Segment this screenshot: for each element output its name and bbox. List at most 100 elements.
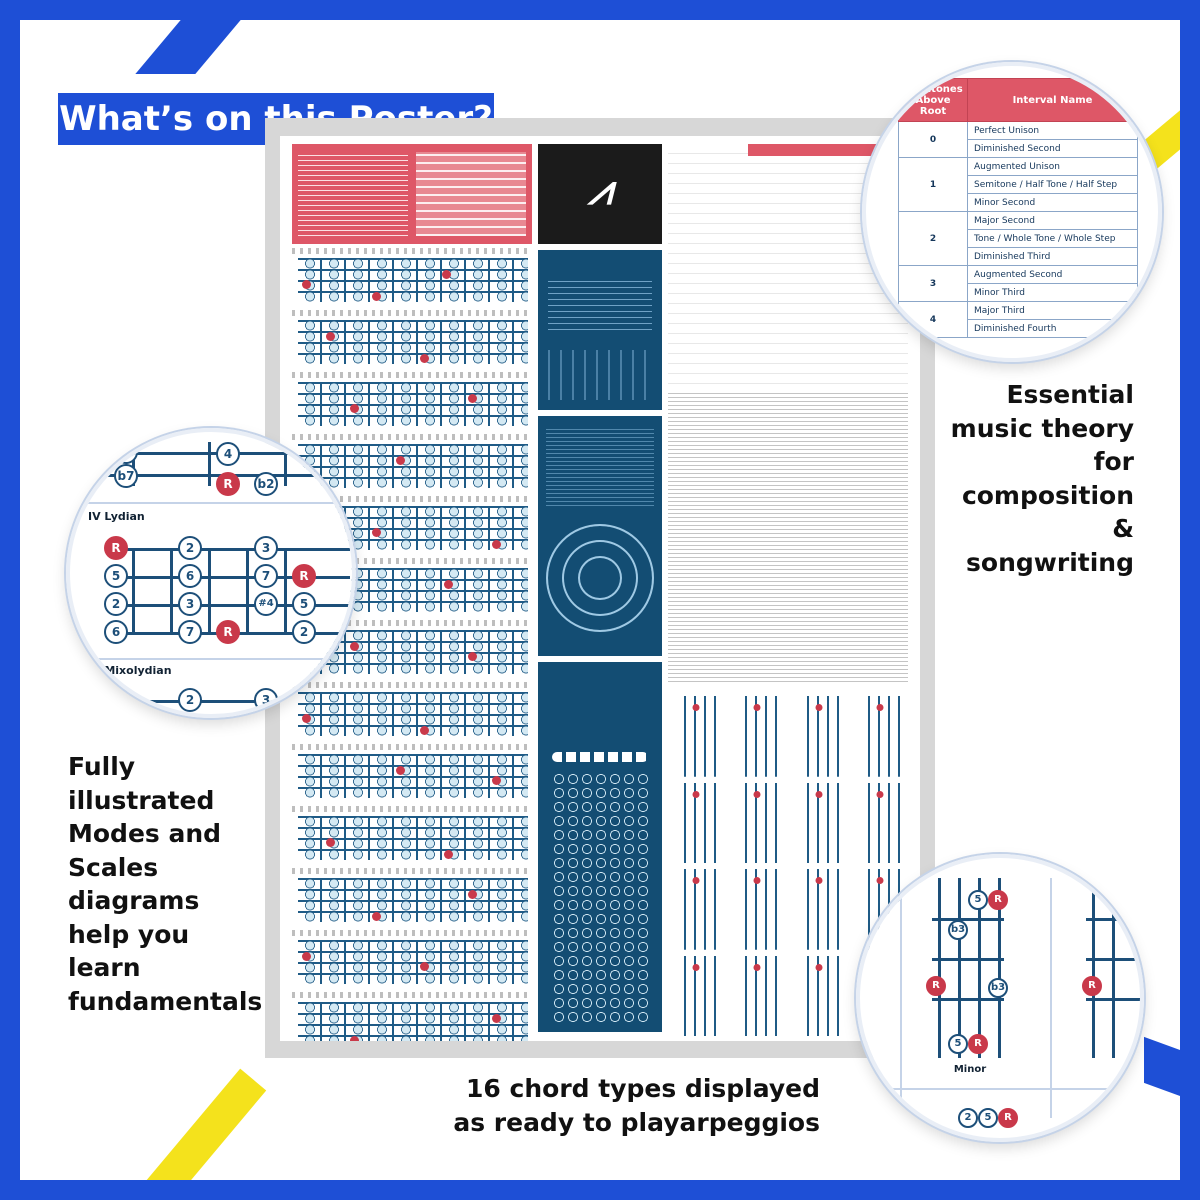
poster-mode-diagram bbox=[292, 682, 532, 740]
interval-table: Semitones Above Root Interval Name 0 Per… bbox=[898, 78, 1138, 338]
chord-note: 2 bbox=[958, 1108, 978, 1128]
poster-theory-column bbox=[668, 144, 908, 682]
fret-note-root: R bbox=[216, 620, 240, 644]
caption-music-theory: Essential music theory for composition &… bbox=[950, 380, 1134, 577]
poster-chord-diagram bbox=[791, 782, 847, 863]
semitone-count: 3 bbox=[898, 265, 968, 302]
white-line-left bbox=[20, 490, 66, 532]
poster-mode-diagram bbox=[292, 930, 532, 988]
blue-stroke-bottom-right bbox=[1144, 1036, 1180, 1102]
fret-note: 6 bbox=[104, 620, 128, 644]
poster-chord-diagram bbox=[668, 782, 724, 863]
circle-of-fifths-icon bbox=[546, 524, 654, 632]
interval-name: Minor Second bbox=[967, 193, 1138, 212]
poster-mode-diagram bbox=[292, 744, 532, 802]
poster-chord-diagram bbox=[729, 696, 785, 777]
poster-chord-diagram bbox=[729, 782, 785, 863]
interval-name: Diminished Fourth bbox=[967, 319, 1138, 338]
semitone-count: 1 bbox=[898, 157, 968, 212]
fret-note: 3 bbox=[254, 688, 278, 712]
caption-chord-types: 16 chord types displayed as ready to pla… bbox=[453, 1074, 820, 1137]
caption-modes-scales: Fully illustrated Modes and Scales diagr… bbox=[68, 752, 263, 1016]
poster-chord-diagram bbox=[729, 955, 785, 1036]
fretboard-magnifier: b3 4 b7 R b2 IV Lydian R 2 3 5 6 7 R 2 3… bbox=[70, 432, 352, 714]
interval-name: Semitone / Half Tone / Half Step bbox=[967, 175, 1138, 194]
chord-note-root: R bbox=[968, 1034, 988, 1054]
semitone-count: 0 bbox=[898, 121, 968, 158]
interval-name: Augmented Unison bbox=[967, 157, 1138, 176]
fret-note: 2 bbox=[178, 688, 202, 712]
yellow-stroke-bottom-left bbox=[143, 1068, 267, 1180]
poster-chord-diagram bbox=[729, 869, 785, 950]
poster-mode-diagram bbox=[292, 992, 532, 1041]
interval-name: Diminished Second bbox=[967, 139, 1138, 158]
interval-name: Augmented Second bbox=[967, 265, 1138, 284]
poster-mode-diagram bbox=[292, 372, 532, 430]
fret-note: 7 bbox=[254, 564, 278, 588]
interval-name: Major Second bbox=[967, 211, 1138, 230]
chord-note-root: R bbox=[1082, 976, 1102, 996]
chord-note: 5 bbox=[968, 890, 988, 910]
poster-intro-table bbox=[416, 152, 526, 236]
poster-intro-block bbox=[292, 144, 532, 244]
chord-name: Minor bbox=[953, 1064, 987, 1075]
poster-chord-diagram bbox=[668, 955, 724, 1036]
poster-preview: ⩘ bbox=[280, 136, 920, 1041]
chord-note: 5 bbox=[948, 1034, 968, 1054]
fret-note: 2 bbox=[178, 536, 202, 560]
poster-mode-diagram bbox=[292, 310, 532, 368]
interval-name: Perfect Unison bbox=[967, 121, 1138, 140]
chord-note: 5 bbox=[978, 1108, 998, 1128]
fret-note: 3 bbox=[178, 592, 202, 616]
poster-chord-diagram bbox=[791, 955, 847, 1036]
poster-mode-diagram bbox=[292, 806, 532, 864]
poster-theory-text bbox=[668, 392, 908, 682]
poster-mode-diagram bbox=[292, 868, 532, 926]
fret-note-root: R bbox=[292, 564, 316, 588]
interval-name: Tone / Whole Tone / Whole Step bbox=[967, 229, 1138, 248]
poster-chord-diagram bbox=[791, 696, 847, 777]
fret-note: 3 bbox=[254, 536, 278, 560]
poster-notation-block bbox=[538, 250, 662, 410]
fret-note: 5 bbox=[292, 592, 316, 616]
poster-chord-diagram bbox=[791, 869, 847, 950]
fret-note: b3 bbox=[114, 440, 138, 464]
poster-intro-text bbox=[298, 152, 408, 236]
poster-mode-diagram bbox=[292, 434, 532, 492]
blue-stroke-top-left bbox=[135, 20, 241, 74]
semitone-count: 2 bbox=[898, 211, 968, 266]
poster-chord-grid bbox=[668, 696, 908, 1036]
poster-chord-diagram bbox=[668, 869, 724, 950]
poster-chord-diagram bbox=[852, 696, 908, 777]
chord-note-root: R bbox=[926, 976, 946, 996]
poster-chromatic-block bbox=[538, 662, 662, 1032]
fret-note: b7 bbox=[114, 464, 138, 488]
fret-note: 2 bbox=[104, 592, 128, 616]
mode-label-lydian: IV Lydian bbox=[88, 510, 145, 523]
chord-note-root: R bbox=[998, 1108, 1018, 1128]
interval-name: Major Third bbox=[967, 301, 1138, 320]
poster-mode-diagram bbox=[292, 248, 532, 306]
fret-note: 6 bbox=[178, 564, 202, 588]
chord-note-root: R bbox=[988, 890, 1008, 910]
chord-magnifier: 5 R b3 R b3 5 R Minor R 2 5 R bbox=[860, 858, 1140, 1138]
semitones-header: Semitones Above Root bbox=[898, 78, 968, 122]
poster-chord-diagram bbox=[852, 782, 908, 863]
fret-note: 4 bbox=[216, 442, 240, 466]
fret-note: 7 bbox=[178, 620, 202, 644]
chord-note: b3 bbox=[988, 978, 1008, 998]
fret-note: 5 bbox=[104, 564, 128, 588]
poster-circle-of-fifths-block bbox=[538, 416, 662, 656]
semitone-count: 4 bbox=[898, 301, 968, 338]
fret-note: 2 bbox=[292, 620, 316, 644]
brand-logo-icon: ⩘ bbox=[588, 165, 612, 214]
fret-note: #4 bbox=[254, 592, 278, 616]
poster-logo-block: ⩘ bbox=[538, 144, 662, 244]
interval-name-header: Interval Name bbox=[967, 78, 1138, 122]
fret-note: b2 bbox=[254, 472, 278, 496]
fret-note-root: R bbox=[104, 536, 128, 560]
interval-name: Minor Third bbox=[967, 283, 1138, 302]
interval-name: Diminished Third bbox=[967, 247, 1138, 266]
poster-center-column: ⩘ bbox=[538, 144, 662, 1032]
fret-note-root: R bbox=[104, 688, 128, 712]
